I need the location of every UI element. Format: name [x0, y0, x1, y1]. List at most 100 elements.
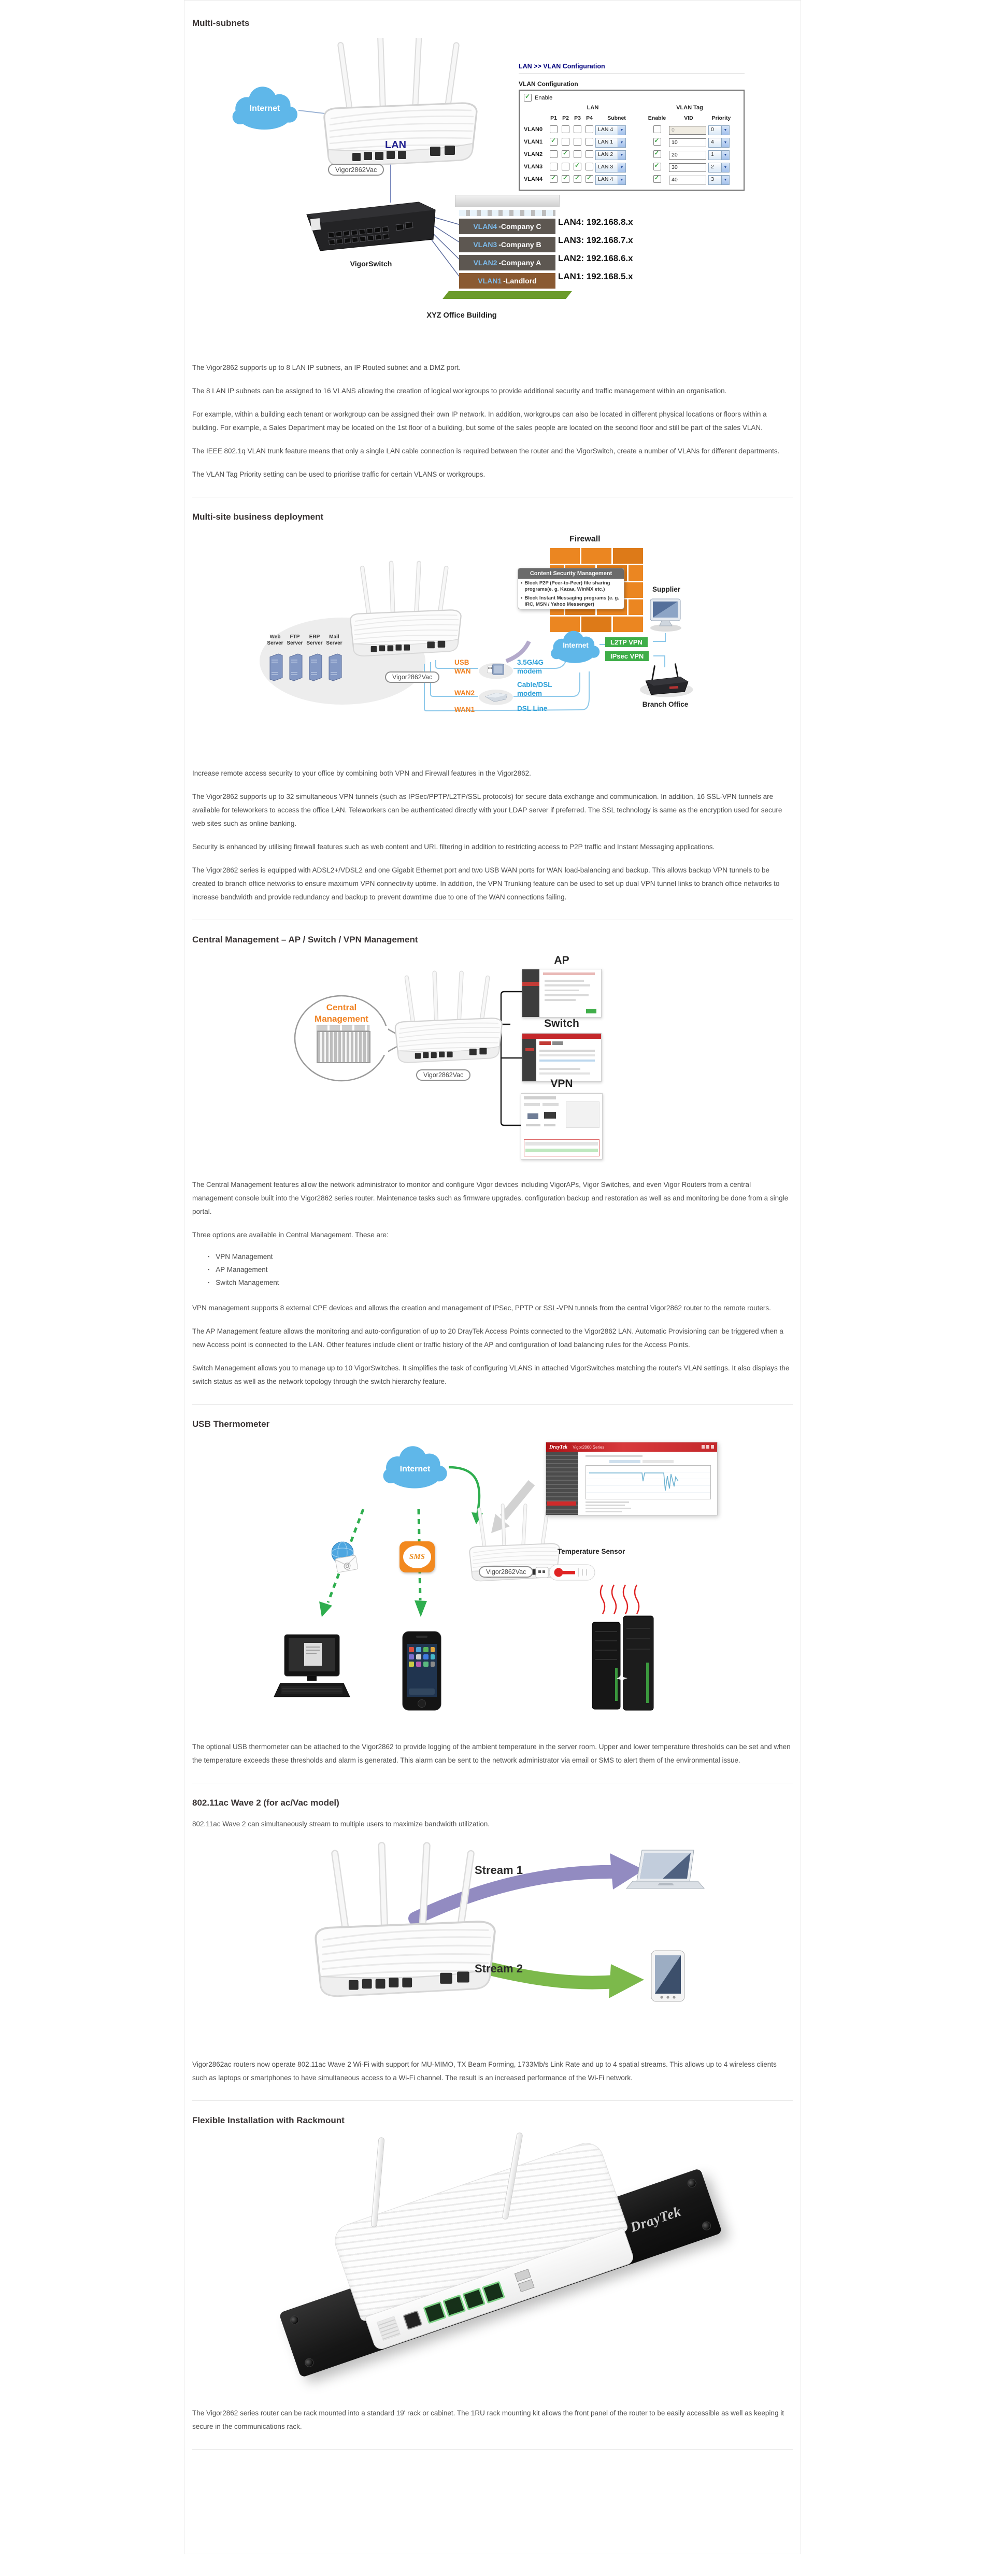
- server-label: ERP Server: [306, 634, 323, 646]
- port-checkbox[interactable]: [550, 125, 558, 134]
- col-p3: P3: [574, 115, 581, 121]
- supplier-label: Supplier: [652, 585, 680, 593]
- port-checkbox[interactable]: [562, 149, 569, 159]
- wave2-diagram-art: [315, 1841, 705, 2002]
- csm-pointer: [505, 640, 531, 663]
- tag-enable-checkbox[interactable]: [653, 125, 661, 134]
- section-usb-thermometer: USB Thermometer: [192, 1419, 793, 1767]
- section-multi-site: Multi-site business deployment: [192, 512, 793, 904]
- section-title-wave2: 802.11ac Wave 2 (for ac/Vac model): [192, 1798, 339, 1808]
- usb-thermometer-diagram: Internet DrayTek Vigor2860 Series: [192, 1439, 793, 1728]
- paragraph: The Central Management features allow th…: [192, 1181, 789, 1215]
- vid-input[interactable]: 20: [669, 150, 706, 160]
- internet-label: Internet: [249, 104, 280, 113]
- tag-enable-checkbox[interactable]: [653, 137, 661, 146]
- branch-office-label: Branch Office: [642, 700, 689, 708]
- section-central-management: Central Management – AP / Switch / VPN M…: [192, 935, 793, 1389]
- vid-input[interactable]: 10: [669, 138, 706, 147]
- router-model-label: Vigor2862Vac: [328, 164, 384, 176]
- option-item: Switch Management: [208, 1276, 793, 1289]
- switch-label: VigorSwitch: [350, 260, 392, 268]
- paragraph: The Vigor2862 series is equipped with AD…: [192, 866, 780, 901]
- paragraph: The Vigor2862 series router can be rack …: [192, 2409, 784, 2430]
- ap-label: AP: [554, 954, 569, 966]
- section-divider: [192, 2100, 793, 2101]
- port-checkbox[interactable]: [550, 163, 558, 171]
- rackmount-diagram: DrayTek: [192, 2132, 793, 2394]
- switch-label: Switch: [544, 1018, 579, 1029]
- port-checkbox[interactable]: [574, 138, 581, 146]
- usb-thermometer-icon: [535, 1564, 595, 1581]
- port-checkbox[interactable]: [586, 174, 593, 183]
- port-checkbox[interactable]: [550, 137, 558, 146]
- wan-via-label: Cable/DSL modem: [517, 681, 552, 697]
- csm-title: Content Security Management: [518, 568, 624, 579]
- tag-enable-checkbox[interactable]: [653, 174, 661, 183]
- building-floor: VLAN2-Company A: [459, 255, 555, 270]
- port-checkbox[interactable]: [574, 125, 581, 134]
- lan-ip-label: LAN3: 192.168.7.x: [558, 235, 633, 245]
- subnet-select[interactable]: LAN 4▼: [595, 125, 626, 135]
- port-checkbox[interactable]: [574, 162, 581, 171]
- port-checkbox[interactable]: [550, 150, 558, 159]
- usb-modem-icon: [478, 663, 513, 679]
- window-controls-icon: [702, 1445, 715, 1449]
- paragraph: VPN management supports 8 external CPE d…: [192, 1304, 771, 1312]
- stream1-label: Stream 1: [475, 1864, 523, 1877]
- building-grass: [442, 291, 572, 299]
- vid-input[interactable]: 30: [669, 163, 706, 172]
- lan-group-header: LAN: [587, 105, 599, 111]
- port-checkbox[interactable]: [586, 150, 593, 159]
- port-checkbox[interactable]: [586, 138, 593, 146]
- port-checkbox[interactable]: [574, 174, 581, 183]
- wan-via-label: DSL Line: [517, 705, 548, 712]
- priority-select[interactable]: 4▼: [708, 137, 730, 148]
- paragraph: 802.11ac Wave 2 can simultaneously strea…: [192, 1820, 490, 1828]
- priority-select[interactable]: 3▼: [708, 175, 730, 185]
- paragraph: For example, within a building each tena…: [192, 410, 767, 432]
- building-roof: [455, 195, 560, 207]
- draytek-model: Vigor2860 Series: [573, 1444, 605, 1450]
- port-checkbox[interactable]: [586, 163, 593, 171]
- vid-input[interactable]: 40: [669, 175, 706, 184]
- priority-select[interactable]: 1▼: [708, 150, 730, 160]
- paragraph: The optional USB thermometer can be atta…: [192, 1743, 791, 1764]
- keyboard-icon: [317, 1031, 370, 1063]
- port-checkbox[interactable]: [586, 125, 593, 134]
- port-checkbox[interactable]: [562, 125, 569, 134]
- col-p1: P1: [550, 115, 557, 121]
- central-management-diagram: Central Management Vigor2862Vac AP Switc…: [192, 954, 793, 1166]
- tag-enable-checkbox[interactable]: [653, 149, 661, 159]
- subnet-select[interactable]: LAN 4▼: [595, 175, 626, 185]
- port-checkbox[interactable]: [574, 150, 581, 159]
- port-checkbox[interactable]: [550, 174, 558, 183]
- port-checkbox[interactable]: [562, 174, 569, 183]
- priority-select[interactable]: 0▼: [708, 125, 730, 135]
- tag-enable-checkbox[interactable]: [653, 162, 661, 171]
- paragraph: The Vigor2862 supports up to 32 simultan…: [192, 793, 782, 827]
- router-model-label: Vigor2862Vac: [385, 671, 440, 683]
- vpn-management-screenshot: [521, 1093, 603, 1160]
- content-card: Multi-subnets Internet LAN Vigor2862Vac …: [184, 0, 801, 2554]
- building-floor: VLAN4-Company C: [459, 219, 555, 234]
- screw-hole-icon: [303, 2357, 315, 2368]
- subnet-select[interactable]: LAN 2▼: [595, 150, 626, 160]
- vpn-label: VPN: [550, 1078, 573, 1090]
- heat-waves-icon: [599, 1584, 640, 1614]
- screw-hole-icon: [686, 2178, 698, 2189]
- port-checkbox[interactable]: [562, 138, 569, 146]
- subnet-select[interactable]: LAN 3▼: [595, 162, 626, 173]
- screw-hole-icon: [289, 2314, 301, 2326]
- router-illustration: [350, 560, 462, 656]
- section-rackmount: Flexible Installation with Rackmount Dra…: [192, 2115, 793, 2434]
- port-checkbox[interactable]: [562, 163, 569, 171]
- csm-item: •Block P2P (Peer-to-Peer) file sharing p…: [521, 580, 610, 592]
- subnet-select[interactable]: LAN 1▼: [595, 137, 626, 148]
- priority-select[interactable]: 2▼: [708, 162, 730, 173]
- supplier-computer-icon: [650, 598, 682, 632]
- branch-router-icon: [639, 663, 694, 698]
- paragraph: Switch Management allows you to manage u…: [192, 1364, 790, 1385]
- paragraph: The AP Management feature allows the mon…: [192, 1327, 783, 1349]
- vid-input[interactable]: 0: [669, 125, 706, 135]
- vlan-enable-checkbox[interactable]: [524, 93, 532, 102]
